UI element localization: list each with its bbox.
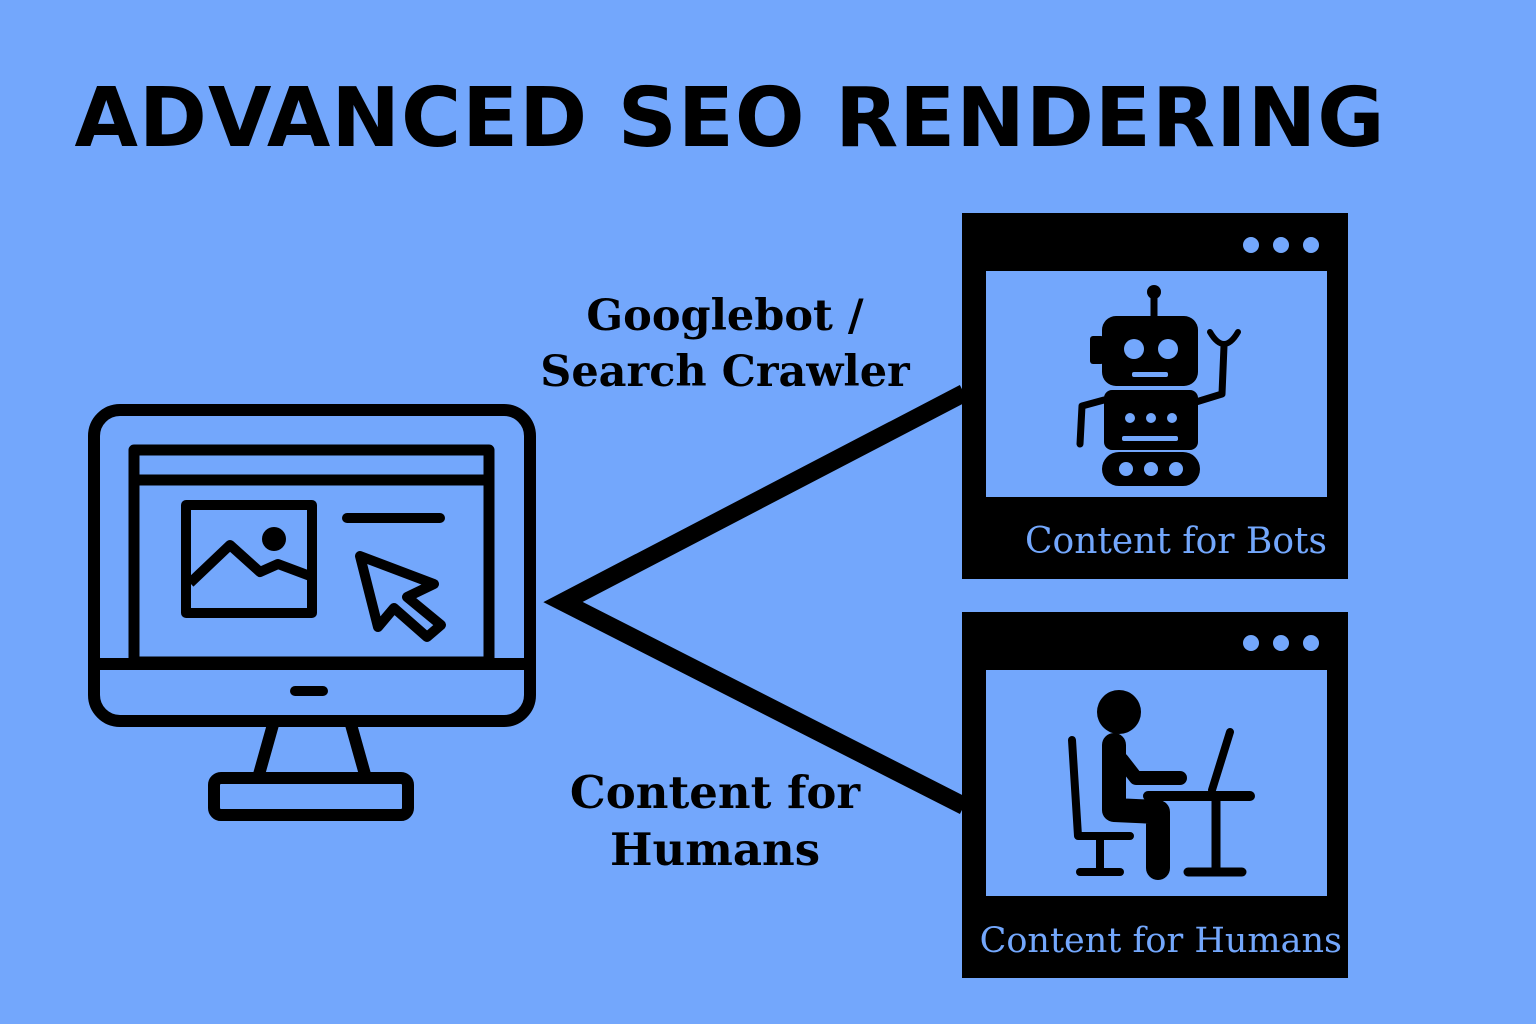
image-icon bbox=[181, 500, 317, 618]
robot-icon bbox=[1076, 285, 1241, 486]
humans-panel-caption: Content for Humans bbox=[979, 921, 1342, 961]
branch-connector bbox=[543, 385, 969, 815]
window-dot bbox=[1273, 635, 1289, 651]
crawler-label-line2: Search Crawler bbox=[540, 347, 910, 397]
humans-label-line1: Content for bbox=[569, 766, 861, 819]
cursor-arrow-icon bbox=[355, 551, 446, 642]
desktop-monitor-icon bbox=[88, 404, 536, 821]
page-title: ADVANCED SEO RENDERING bbox=[74, 71, 1386, 166]
window-dot bbox=[1243, 635, 1259, 651]
humans-label-line2: Humans bbox=[609, 823, 821, 876]
bots-panel-caption: Content for Bots bbox=[1025, 521, 1327, 562]
crawler-label-line1: Googlebot / bbox=[586, 291, 864, 341]
window-dot bbox=[1243, 237, 1259, 253]
window-dot bbox=[1273, 237, 1289, 253]
person-at-desk-icon bbox=[1068, 690, 1255, 880]
window-dot bbox=[1303, 237, 1319, 253]
window-dot bbox=[1303, 635, 1319, 651]
humans-label: Content for Humans bbox=[530, 764, 900, 878]
crawler-label: Googlebot / Search Crawler bbox=[500, 288, 950, 400]
